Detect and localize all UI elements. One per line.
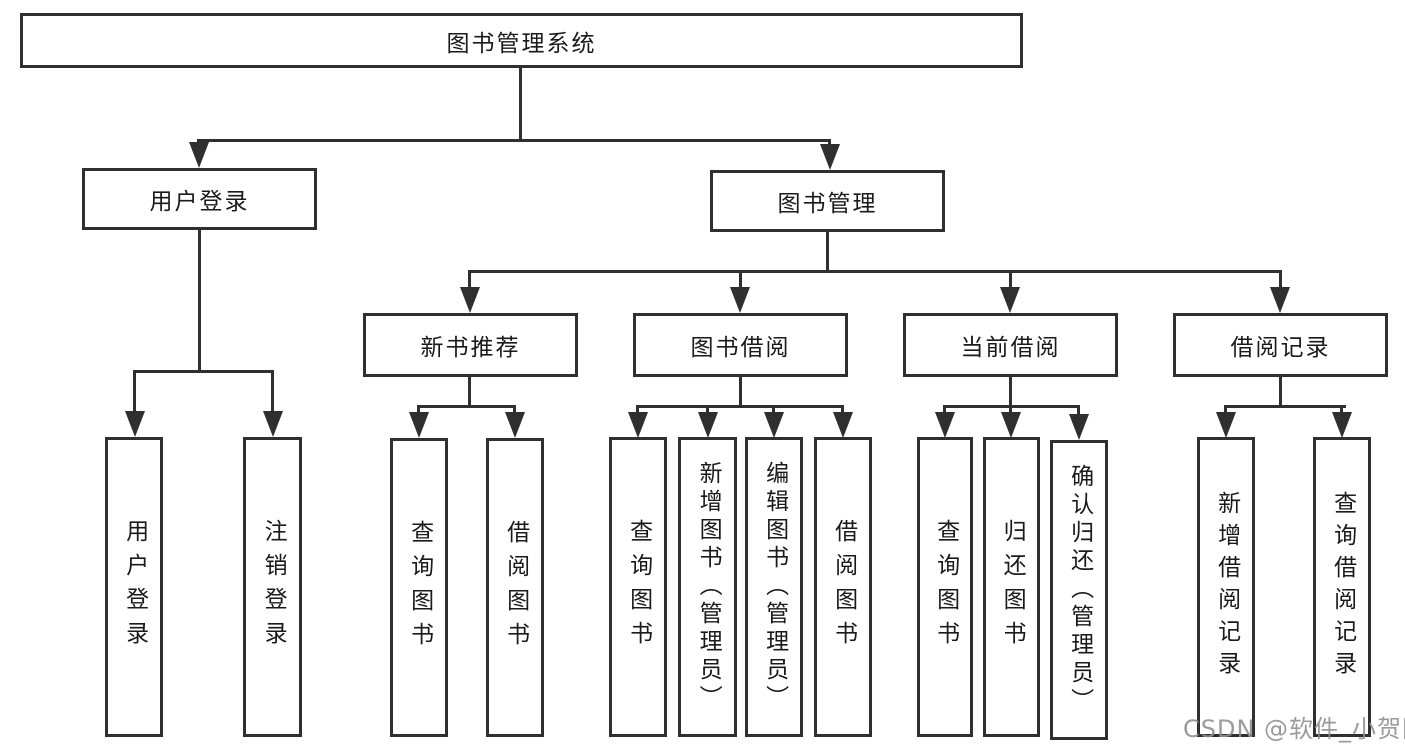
connector-bookmgmt-hbar [469, 270, 1282, 273]
leaf-logout: 注销登录 [243, 437, 302, 737]
node-user-login-label: 用户登录 [149, 189, 250, 215]
arrow-down-icon [189, 142, 209, 168]
connector-current-stem [1009, 377, 1012, 408]
connector-userlogin-hbar [133, 370, 274, 373]
arrow-down-icon [1332, 412, 1352, 438]
leaf-edit-book-admin: 编辑图书（管理员） [745, 437, 803, 737]
connector-root-hbar [197, 139, 831, 142]
arrow-down-icon [1216, 412, 1236, 438]
connector-recommend-stem [468, 377, 471, 408]
leaf-query-borrow-record: 查询借阅记录 [1313, 437, 1371, 737]
leaf-borrow-books: 借阅图书 [814, 437, 872, 737]
arrow-down-icon [833, 412, 853, 438]
node-book-borrow: 图书借阅 [633, 313, 848, 377]
connector-borrow-stem [739, 377, 742, 408]
connector-records-stem [1279, 377, 1282, 408]
csdn-watermark: CSDN @软件_小贺同学 [1183, 715, 1405, 743]
arrow-down-icon [698, 412, 718, 438]
leaf-add-book-admin: 新增图书（管理员） [678, 437, 737, 737]
connector-records-stem2 [1340, 405, 1343, 417]
connector-bookmgmt-stem3 [1009, 270, 1012, 290]
connector-recommend-stem1 [417, 405, 420, 417]
connector-userlogin-right-stem [271, 370, 274, 414]
leaf-borrow-query-books: 查询图书 [609, 437, 667, 737]
leaf-add-borrow-record: 新增借阅记录 [1197, 437, 1255, 737]
node-user-login: 用户登录 [82, 168, 317, 230]
connector-bookmgmt-stem1 [468, 270, 471, 290]
connector-current-stem1 [943, 405, 946, 417]
arrow-down-icon [628, 412, 648, 438]
node-borrow-records-label: 借阅记录 [1230, 335, 1331, 361]
leaf-recommend-borrow-books: 借阅图书 [486, 438, 544, 737]
node-book-borrow-label: 图书借阅 [690, 335, 791, 361]
connector-userlogin-left-stem [133, 370, 136, 414]
connector-recommend-stem2 [513, 405, 516, 417]
arrow-down-icon [1069, 414, 1089, 440]
connector-bookmgmt-stem2 [739, 270, 742, 290]
connector-borrow-stem2 [706, 405, 709, 417]
connector-records-hbar [1225, 405, 1346, 408]
connector-recommend-hbar [418, 405, 516, 408]
connector-borrow-stem1 [636, 405, 639, 417]
node-borrow-records: 借阅记录 [1173, 313, 1388, 377]
leaf-user-login: 用户登录 [105, 437, 163, 737]
node-root-label: 图书管理系统 [446, 30, 597, 57]
arrow-down-icon [730, 287, 750, 313]
connector-borrow-hbar [637, 405, 844, 408]
leaf-recommend-query-books: 查询图书 [390, 438, 448, 737]
node-new-book-recommend: 新书推荐 [363, 313, 578, 377]
arrow-down-icon [1270, 287, 1290, 313]
connector-records-stem1 [1224, 405, 1227, 417]
arrow-down-icon [409, 412, 429, 438]
leaf-current-query-books: 查询图书 [917, 437, 973, 737]
arrow-down-icon [820, 144, 840, 170]
connector-current-stem2 [1009, 405, 1012, 417]
leaf-confirm-return-admin: 确认归还（管理员） [1050, 440, 1108, 740]
connector-bookmgmt-stem [826, 232, 829, 273]
node-root: 图书管理系统 [20, 13, 1023, 68]
node-new-book-recommend-label: 新书推荐 [420, 335, 521, 361]
connector-root-stem [519, 68, 522, 142]
arrow-down-icon [1001, 412, 1021, 438]
node-book-management: 图书管理 [710, 170, 945, 232]
arrow-down-icon [263, 411, 283, 437]
node-book-management-label: 图书管理 [777, 191, 878, 217]
node-current-borrow-label: 当前借阅 [960, 335, 1061, 361]
arrow-down-icon [460, 287, 480, 313]
arrow-down-icon [505, 412, 525, 438]
connector-borrow-stem3 [772, 405, 775, 417]
arrow-down-icon [764, 412, 784, 438]
connector-userlogin-stem [198, 230, 201, 373]
arrow-down-icon [125, 411, 145, 437]
arrow-down-icon [1000, 287, 1020, 313]
connector-bookmgmt-stem4 [1279, 270, 1282, 290]
connector-borrow-stem4 [841, 405, 844, 417]
leaf-return-book: 归还图书 [983, 437, 1040, 737]
connector-current-hbar [944, 405, 1080, 408]
arrow-down-icon [935, 412, 955, 438]
node-current-borrow: 当前借阅 [903, 313, 1118, 377]
connector-current-stem3 [1077, 405, 1080, 419]
